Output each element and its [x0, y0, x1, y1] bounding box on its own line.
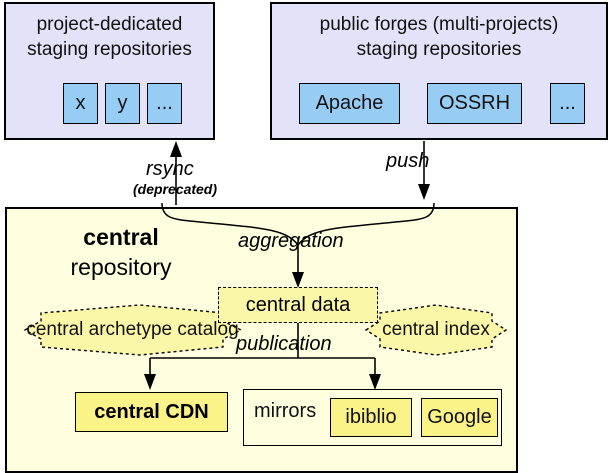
banner-shape-index: [364, 304, 508, 356]
mirror-chip-google[interactable]: Google: [421, 398, 498, 437]
central-repository-title-normal: repository: [70, 254, 172, 280]
mirror-chip-ibiblio[interactable]: ibiblio: [330, 398, 412, 437]
banner-shape-archetype: [23, 304, 243, 356]
edge-label-aggregation: aggregation: [238, 230, 344, 252]
edge-label-deprecated: (deprecated): [133, 181, 218, 197]
staging-box-public-forges-title: public forges (multi-projects) staging r…: [319, 14, 559, 60]
edge-label-publication: publication: [236, 333, 332, 355]
edge-label-rsync: rsync: [146, 158, 194, 180]
edge-label-push: push: [386, 150, 430, 172]
mirrors-label: mirrors: [254, 400, 317, 422]
central-repository-title-bold: central: [83, 224, 159, 250]
repo-chip-ossrh[interactable]: OSSRH: [427, 83, 522, 124]
repo-chip-more-left[interactable]: ...: [147, 83, 182, 124]
repo-chip-x[interactable]: x: [63, 83, 98, 124]
banner-label-archetype-catalog: central archetype catalog: [26, 319, 239, 340]
node-central-cdn: central CDN: [75, 392, 228, 432]
staging-box-project-dedicated-title: project-dedicated staging repositories: [27, 14, 192, 60]
banner-central-index: central index: [358, 300, 514, 360]
central-repository-title: central repository: [26, 222, 216, 282]
node-central-data: central data: [218, 287, 378, 323]
repo-chip-more-right[interactable]: ...: [550, 83, 585, 124]
banner-label-central-index: central index: [382, 319, 490, 340]
repo-chip-y[interactable]: y: [105, 83, 140, 124]
repo-chip-apache[interactable]: Apache: [299, 83, 400, 124]
banner-central-archetype-catalog: central archetype catalog: [10, 300, 255, 360]
